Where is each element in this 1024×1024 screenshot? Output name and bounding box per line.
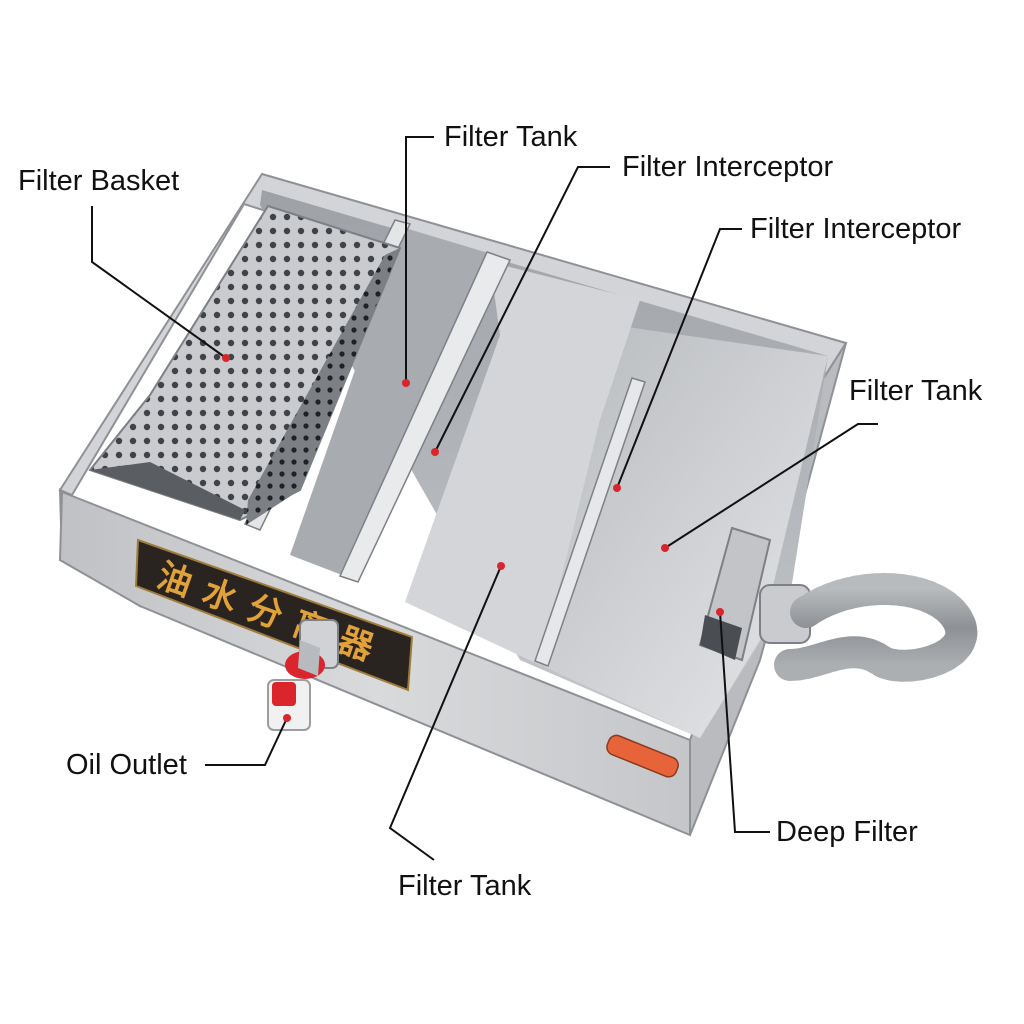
label-oil-outlet: Oil Outlet [66,749,187,781]
leader-deep-filter [719,611,770,833]
marker-filter-tank-bottom [497,562,505,570]
narrow-compartment [290,228,495,580]
leader-filter-basket [91,206,227,359]
front-tag [606,734,679,778]
oil-outlet-valve [267,619,339,731]
marker-filter-interceptor-1 [431,448,439,456]
marker-oil-outlet [283,714,291,722]
leader-filter-interceptor-1 [434,166,610,453]
middle-compartment-floor [405,262,640,665]
label-filter-tank-right: Filter Tank [849,375,983,407]
marker-filter-tank-right [661,544,669,552]
label-filter-tank-bottom: Filter Tank [398,870,532,902]
marker-filter-interceptor-2 [613,484,621,492]
leader-filter-tank-top [405,136,434,383]
divider-wall-2 [338,251,512,583]
leader-lines [91,136,878,861]
leader-filter-tank-bottom [388,565,502,861]
label-filter-interceptor-1: Filter Interceptor [622,151,834,183]
interceptor-baffle [534,377,646,667]
marker-filter-tank-top [402,379,410,387]
leader-filter-interceptor-2 [616,228,742,489]
label-deep-filter: Deep Filter [776,816,918,848]
label-filter-interceptor-2: Filter Interceptor [750,213,962,245]
filter-basket-side [246,248,400,525]
filter-basket-floor [90,462,245,520]
label-filter-basket: Filter Basket [18,165,180,197]
marker-filter-basket [222,354,230,362]
marker-deep-filter [716,608,724,616]
markers [222,354,724,722]
leader-oil-outlet [205,717,288,766]
leader-filter-tank-right [664,423,878,549]
outlet-hose [759,573,978,682]
label-filter-tank-top: Filter Tank [444,121,578,153]
